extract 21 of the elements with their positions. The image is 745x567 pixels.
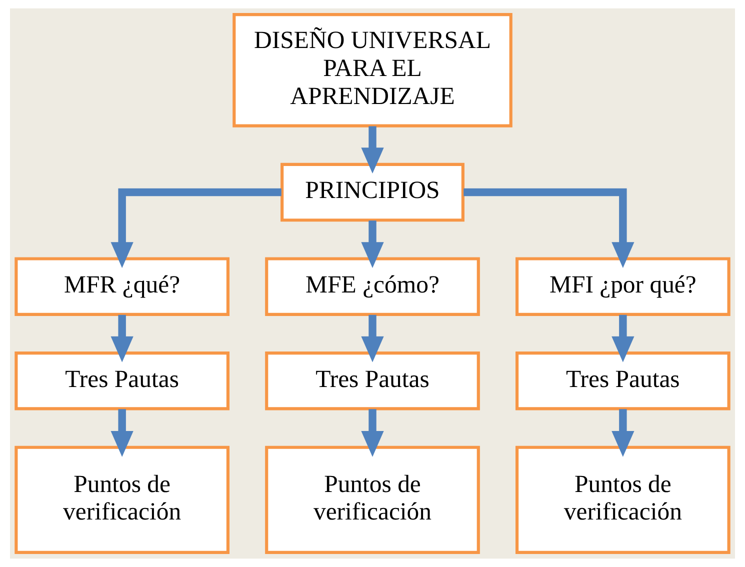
node-box: Tres Pautas [265, 352, 480, 410]
arrow [110, 409, 134, 457]
arrow [361, 409, 384, 457]
arrow [361, 314, 384, 362]
arrow [612, 314, 634, 362]
node-box: Puntos de verificación [14, 446, 230, 554]
node-box: Tres Pautas [516, 352, 730, 410]
arrow [110, 314, 134, 362]
arrow [361, 126, 384, 174]
arrow [110, 188, 282, 268]
node-box: MFE ¿cómo? [265, 257, 480, 316]
arrow [464, 188, 634, 268]
node-box: MFI ¿por qué? [516, 257, 730, 316]
node-box: PRINCIPIOS [280, 162, 464, 222]
arrow [612, 409, 634, 457]
node-box: DISEÑO UNIVERSAL PARA EL APRENDIZAJE [232, 12, 512, 128]
node-box: MFR ¿qué? [14, 257, 230, 316]
node-box: Puntos de verificación [265, 446, 480, 554]
arrow [361, 220, 384, 268]
node-box: Puntos de verificación [516, 446, 730, 554]
node-box: Tres Pautas [14, 352, 230, 410]
